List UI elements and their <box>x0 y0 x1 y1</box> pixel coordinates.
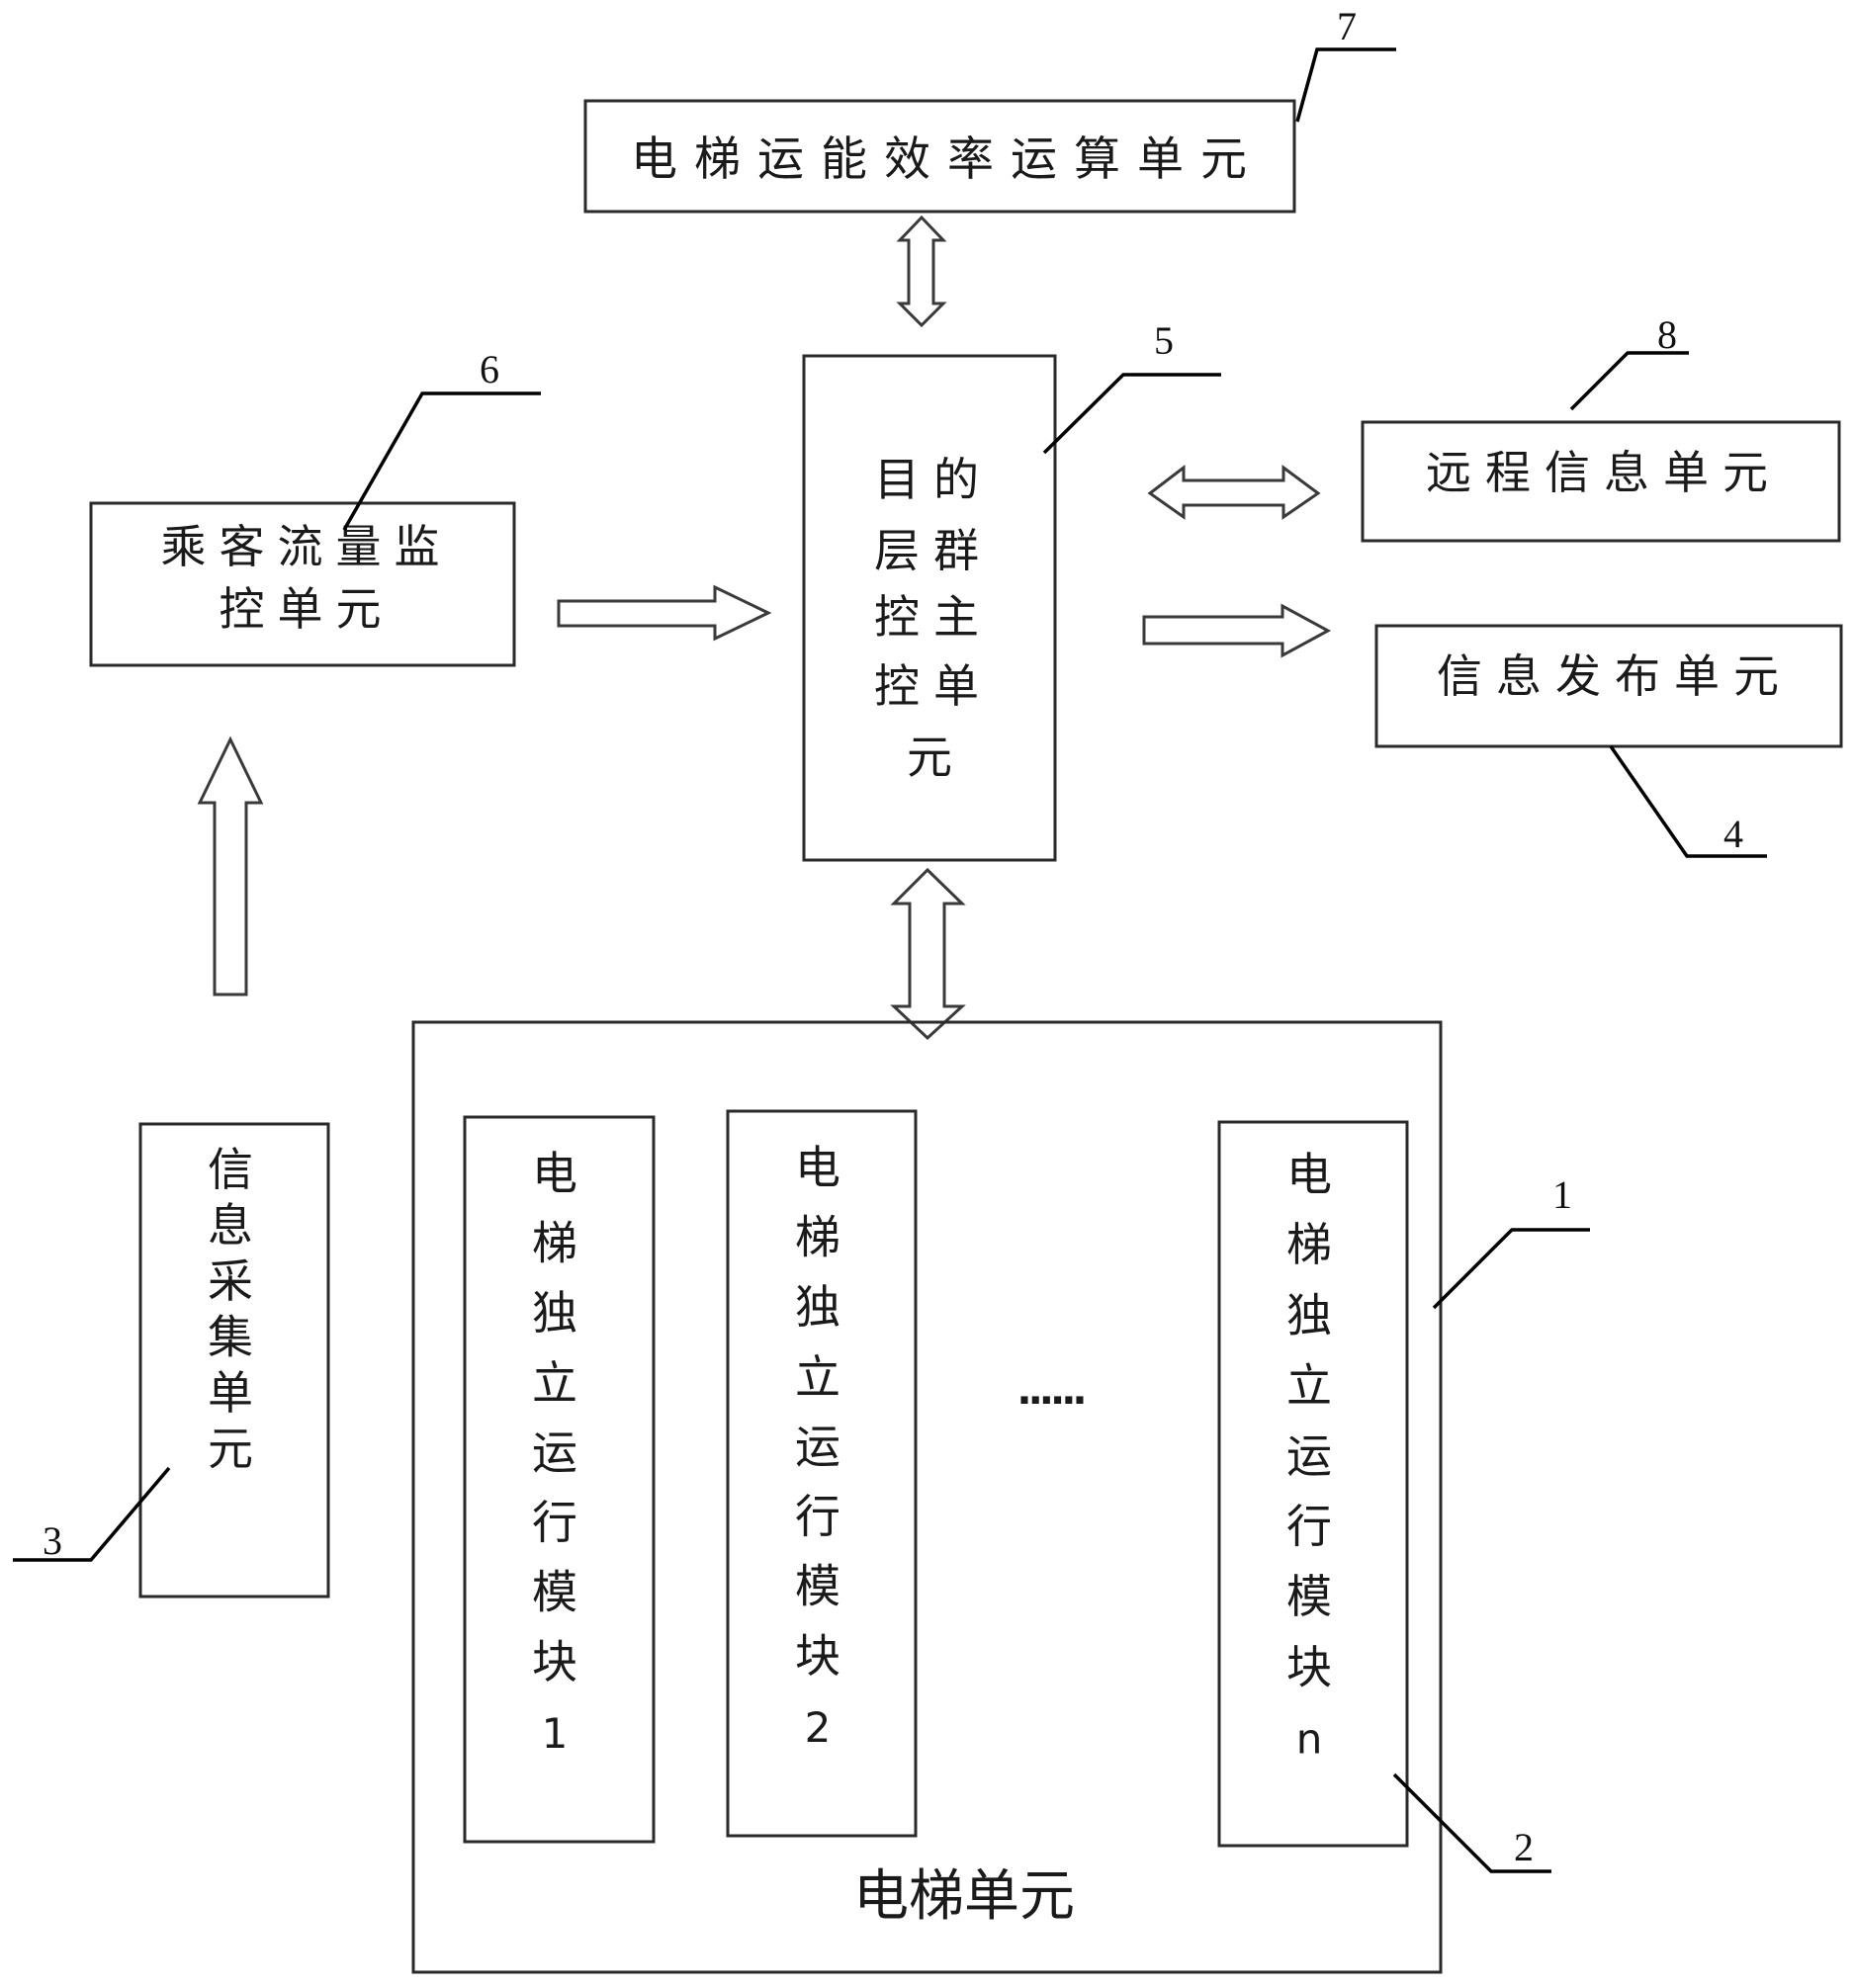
arrow-monitor-to-main <box>557 584 772 642</box>
leader-line-4 <box>1609 745 1767 858</box>
elevator-module-1-char: 块 <box>532 1635 577 1688</box>
elevator-module-1-char: 独 <box>532 1286 577 1340</box>
arrow-main-elevator-bidirectional <box>890 867 966 1041</box>
ref-label-8: 8 <box>1657 312 1677 357</box>
main-control-box <box>802 354 1057 862</box>
elevator-module-1-box <box>463 1115 656 1844</box>
leader-line-7 <box>1295 47 1396 123</box>
passenger-monitor-label-line-2: 控单元 <box>220 582 395 636</box>
ref-label-6: 6 <box>480 347 499 391</box>
efficiency-calc-box <box>583 99 1296 214</box>
elevator-module-1-char: 1 <box>542 1709 569 1758</box>
elevator-module-3-char: 模 <box>1286 1570 1332 1623</box>
ref-label-4: 4 <box>1723 812 1743 856</box>
elevator-module-2-char: 电 <box>795 1141 840 1194</box>
elevator-module-2-char: 行 <box>795 1490 840 1543</box>
main-control-label-line-1: 目的 <box>874 453 993 506</box>
elevator-module-3-char: 行 <box>1286 1500 1332 1553</box>
efficiency-calc-label: 电梯运能效率运算单元 <box>631 132 1264 187</box>
elevator-module-n-box <box>1217 1120 1409 1848</box>
arrow-main-remote-bidirectional <box>1147 464 1321 520</box>
elevator-module-1-char: 运 <box>532 1426 577 1479</box>
passenger-monitor-unit: 乘客流量监 控单元 <box>89 501 516 667</box>
leader-line-6 <box>342 391 541 531</box>
info-publish-box <box>1374 624 1843 748</box>
elevator-module-2-box <box>726 1109 918 1838</box>
elevator-module-3-char: 电 <box>1286 1148 1332 1201</box>
passenger-monitor-label-line-1: 乘客流量监 <box>161 520 453 573</box>
remote-info-label: 远程信息单元 <box>1426 446 1782 499</box>
info-collect-char: 元 <box>208 1423 253 1476</box>
leader-line-2 <box>1392 1772 1551 1873</box>
ref-label-2: 2 <box>1514 1825 1534 1869</box>
main-control-unit: 目的 层群 控主 控单 元 <box>802 354 1057 862</box>
arrow-main-to-publish <box>1142 603 1332 658</box>
elevator-module-3-char: 独 <box>1286 1288 1332 1341</box>
info-collect-char: 集 <box>208 1311 253 1364</box>
arrow-collect-to-monitor <box>197 735 264 996</box>
elevator-module-1-char: 梯 <box>532 1217 577 1270</box>
main-control-label-line-2: 层群 <box>874 524 993 577</box>
elevator-module-2-char: 2 <box>805 1703 832 1752</box>
elevator-module-1-char: 行 <box>532 1496 577 1549</box>
main-control-label-line-5: 元 <box>907 731 952 784</box>
elevator-module-1-char: 立 <box>532 1356 577 1410</box>
remote-info-unit: 远程信息单元 <box>1361 420 1841 543</box>
elevator-unit-box <box>411 1020 1443 1974</box>
elevator-module-2-char: 块 <box>795 1629 840 1683</box>
elevator-module-2-char: 运 <box>795 1420 840 1473</box>
leader-line-1 <box>1432 1228 1590 1310</box>
info-publish-unit: 信息发布单元 <box>1374 624 1843 748</box>
info-collect-char: 息 <box>208 1199 253 1253</box>
arrow-efficiency-main-bidirectional <box>896 215 947 328</box>
info-collect-box <box>138 1122 330 1599</box>
info-collect-char: 单 <box>208 1366 253 1420</box>
elevator-module-3-char: 梯 <box>1286 1218 1332 1271</box>
passenger-monitor-box <box>89 501 516 667</box>
leader-line-8 <box>1569 351 1689 411</box>
ref-label-5: 5 <box>1154 318 1174 363</box>
elevator-module-1-char: 电 <box>532 1147 577 1200</box>
elevator-module-3-char: 立 <box>1286 1359 1332 1413</box>
main-control-label-line-3: 控主 <box>874 590 993 644</box>
elevator-unit-label: 电梯单元 <box>853 1864 1075 1929</box>
elevator-module-3-char: 运 <box>1286 1429 1332 1483</box>
info-collect-char: 信 <box>208 1143 253 1196</box>
info-collect-char: 采 <box>208 1254 253 1308</box>
elevator-module-2-char: 立 <box>795 1350 840 1404</box>
elevator-module-2-char: 模 <box>795 1560 840 1613</box>
elevator-module-3-char: 块 <box>1286 1640 1332 1693</box>
modules-ellipsis: ...... <box>1016 1368 1084 1414</box>
elevator-module-2-char: 独 <box>795 1280 840 1334</box>
elevator-module-2-char: 梯 <box>795 1211 840 1264</box>
leader-line-5 <box>1042 373 1221 455</box>
info-publish-label: 信息发布单元 <box>1437 649 1793 703</box>
elevator-module-3-char: n <box>1296 1715 1323 1764</box>
elevator-module-1-char: 模 <box>532 1566 577 1619</box>
ref-label-7: 7 <box>1337 4 1357 48</box>
leader-line-3 <box>13 1466 171 1562</box>
ref-label-1: 1 <box>1552 1172 1572 1217</box>
efficiency-calc-unit: 电梯运能效率运算单元 <box>583 99 1296 214</box>
remote-info-box <box>1361 420 1841 543</box>
ref-label-3: 3 <box>43 1518 62 1563</box>
main-control-label-line-4: 控单 <box>874 659 993 713</box>
